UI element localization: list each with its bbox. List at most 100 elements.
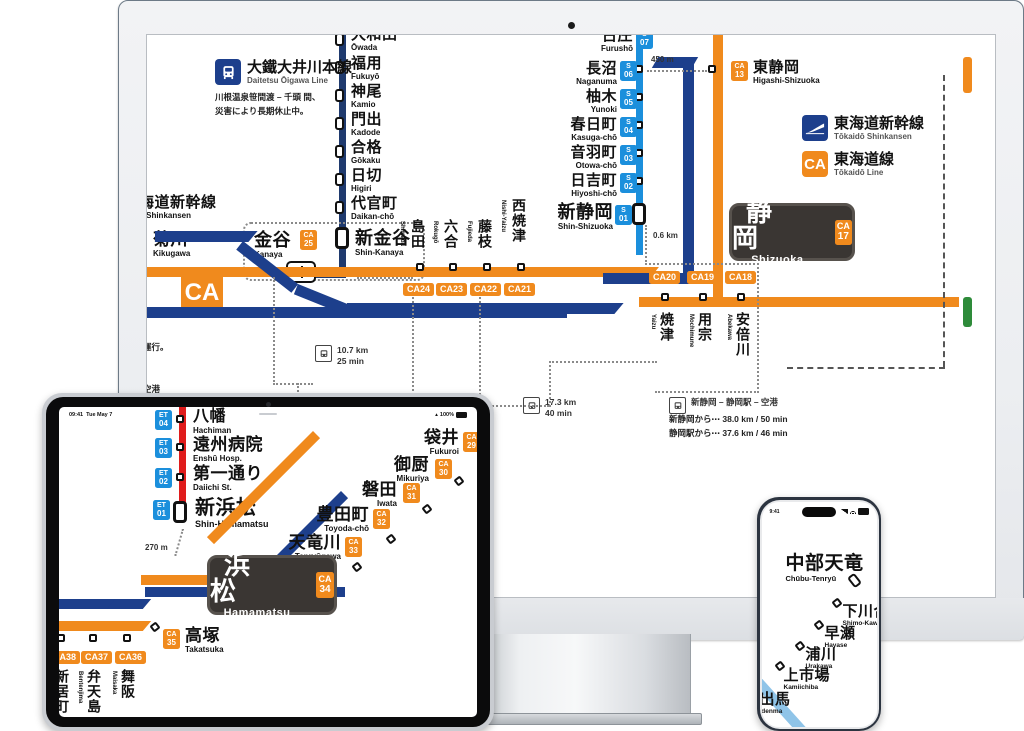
station-higashi-shizuoka: 東静岡 Higashi-Shizuoka xyxy=(753,59,820,85)
station-code-s03: S 03 xyxy=(620,145,637,165)
station-araimachi: 新居町 xyxy=(59,669,70,714)
walk-connector-450m xyxy=(647,70,707,72)
station-code-s07: S 07 xyxy=(636,35,653,49)
airport-bus-line1: 新静岡から⋯ 38.0 km / 50 min xyxy=(669,414,788,424)
tokaido-line-main xyxy=(147,267,607,277)
station-fukuyo: 福用 Fukuyō xyxy=(351,55,383,81)
station-dot[interactable] xyxy=(449,263,457,271)
station-dot[interactable] xyxy=(335,61,344,74)
station-dot[interactable] xyxy=(416,263,424,271)
station-code-s05: S 05 xyxy=(620,89,637,109)
shinkansen-line-mid xyxy=(347,303,572,314)
station-hayase: 早瀬 Hayase xyxy=(824,624,856,649)
tokaido-legend-ja: 東海道線 xyxy=(834,150,895,168)
clipped-green-line xyxy=(963,297,972,327)
tablet-multitask-grabber[interactable] xyxy=(259,413,277,415)
station-dot[interactable] xyxy=(176,415,184,423)
station-code-ca32: CA 32 xyxy=(373,509,390,529)
smartphone-device: 9:41 中部天竜 Chūbu-Tenryū 下川合 Shimo-Kawai 早… xyxy=(757,497,881,731)
station-dot[interactable] xyxy=(699,293,707,301)
station-fujieda-en: Fujieda xyxy=(466,221,472,243)
tablet-status-icons: ▴ 100% xyxy=(435,411,467,419)
station-code-ca37: CA37 xyxy=(81,651,112,664)
station-nishi-yaizu-en: Nishi-Yaizu xyxy=(500,200,506,233)
station-naganuma: 長沼 Naganuma xyxy=(576,60,617,86)
station-dot[interactable] xyxy=(737,293,745,301)
clipped-note-1: 運行。 xyxy=(147,342,169,352)
entetsu-line xyxy=(179,407,186,515)
station-dot[interactable] xyxy=(335,89,344,102)
phone-status-time: 9:41 xyxy=(769,508,780,515)
station-kamiichiba: 上市場 Kamiichiba xyxy=(783,666,831,691)
station-dot[interactable] xyxy=(335,35,344,46)
bus-icon xyxy=(669,397,686,414)
station-dot[interactable] xyxy=(89,634,97,642)
station-code-et03: ET 03 xyxy=(155,438,172,458)
tablet-screen[interactable]: 09:41 Tue May 7 ▴ 100% ET 04 八幡 Hachiman… xyxy=(59,407,477,717)
plate-code-ca34: CA 34 xyxy=(316,572,334,598)
daitetsu-notice-line1: 川根温泉笹間渡 – 千頭 間、 xyxy=(215,92,321,102)
station-higiri: 日切 Higiri xyxy=(351,167,383,193)
clipped-orange-line xyxy=(963,57,972,93)
walk-distance-270m: 270 m xyxy=(145,543,168,552)
station-abekawa: 安倍川 xyxy=(735,312,751,357)
station-shimada: 島田 xyxy=(410,219,426,249)
station-dot[interactable] xyxy=(335,145,344,158)
ca-badge-icon: CA xyxy=(802,151,828,177)
station-rokugo: 六合 xyxy=(443,219,459,249)
tablet-camera-icon xyxy=(265,402,271,407)
station-dot[interactable] xyxy=(149,621,161,633)
station-dot[interactable] xyxy=(793,639,806,652)
battery-icon xyxy=(456,411,467,419)
tablet-device: 09:41 Tue May 7 ▴ 100% ET 04 八幡 Hachiman… xyxy=(42,393,494,731)
station-code-et04: ET 04 xyxy=(155,410,172,430)
phone-screen[interactable]: 9:41 中部天竜 Chūbu-Tenryū 下川合 Shimo-Kawai 早… xyxy=(761,501,877,727)
station-kadode: 門出 Kadode xyxy=(351,111,383,137)
station-dot[interactable] xyxy=(176,443,184,451)
station-dot[interactable] xyxy=(123,634,131,642)
station-dot[interactable] xyxy=(176,473,184,481)
phone-status-bar: 9:41 xyxy=(762,507,877,517)
station-abekawa-en: Abekawa xyxy=(726,314,732,341)
station-dot[interactable] xyxy=(335,201,344,214)
ca-line-tab: CA xyxy=(181,273,223,313)
airport-connector-v xyxy=(757,263,759,393)
station-dot-shin-kanaya[interactable] xyxy=(335,227,349,249)
dashed-boundary-right xyxy=(943,75,945,367)
plate-hamamatsu-ja: 浜 松 xyxy=(210,549,265,606)
clipped-note-2: 空港 xyxy=(147,384,161,394)
station-dot[interactable] xyxy=(453,475,465,487)
station-maisaka-en: Maisaka xyxy=(111,671,117,695)
station-dot-shin-shizuoka[interactable] xyxy=(632,203,646,225)
station-bentenjima: 弁天島 xyxy=(86,669,102,714)
station-plate-hamamatsu[interactable]: 浜 松 Hamamatsu CA 34 xyxy=(207,549,337,618)
station-dot-shin-hamamatsu[interactable] xyxy=(173,501,187,523)
tokaido-line-w xyxy=(59,621,123,631)
airport-connector-h xyxy=(655,391,759,393)
station-plate-shizuoka[interactable]: 静 岡 Shizuoka CA 17 xyxy=(729,199,855,265)
wifi-icon xyxy=(849,509,856,514)
station-dot[interactable] xyxy=(335,173,344,186)
station-dot[interactable] xyxy=(351,561,363,573)
tokaido-line-east xyxy=(639,297,959,307)
station-dot[interactable] xyxy=(661,293,669,301)
monitor-stand-foot xyxy=(470,713,702,725)
station-fujieda: 藤枝 xyxy=(477,219,493,249)
station-code-ca23: CA23 xyxy=(436,283,467,296)
station-dot[interactable] xyxy=(517,263,525,271)
station-dot[interactable] xyxy=(421,503,433,515)
station-code-s02: S 02 xyxy=(620,173,637,193)
station-dot[interactable] xyxy=(708,65,716,73)
station-dot[interactable] xyxy=(385,533,397,545)
shinkansen-line-bend2 xyxy=(554,303,624,314)
station-dot[interactable] xyxy=(483,263,491,271)
station-code-ca19: CA19 xyxy=(687,271,718,284)
tokaido-legend: CA 東海道線 Tōkaidō Line xyxy=(802,151,894,177)
station-kasuga-cho: 春日町 Kasuga-chō xyxy=(570,116,617,142)
station-dot[interactable] xyxy=(812,618,825,631)
train-icon xyxy=(215,59,241,85)
station-dot[interactable] xyxy=(830,596,843,609)
station-dot[interactable] xyxy=(335,117,344,130)
station-dot[interactable] xyxy=(59,634,65,642)
shinkansen-legend: 東海道新幹線 Tōkaidō Shinkansen xyxy=(802,115,924,141)
